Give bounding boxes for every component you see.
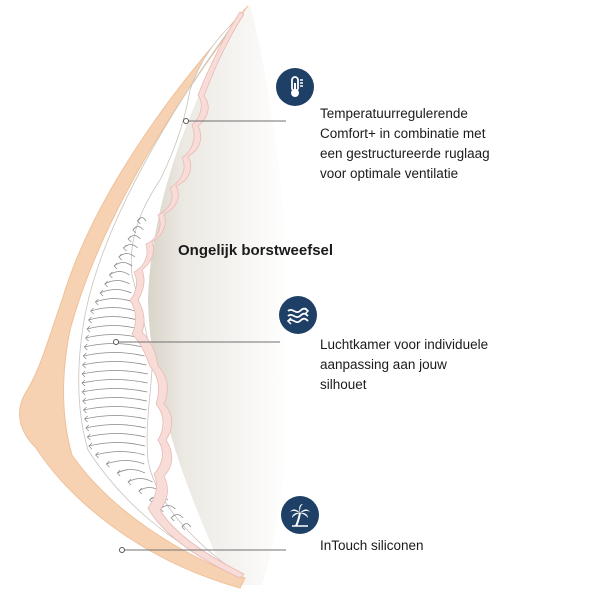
- air-chamber-line: [83, 406, 147, 411]
- air-chamber-arrow: [86, 325, 91, 333]
- air-chamber-arrow: [138, 487, 143, 495]
- air-chamber-line: [117, 469, 146, 474]
- air-chamber-arrow: [82, 397, 86, 405]
- air-chamber-arrow: [84, 415, 88, 423]
- breast-tissue-shadow: [148, 5, 291, 585]
- air-chamber-arrow: [105, 460, 110, 468]
- air-chamber-arrow: [104, 280, 108, 288]
- air-chamber-arrow: [116, 469, 121, 477]
- air-chamber-arrow: [88, 316, 92, 324]
- air-chamber-line: [83, 352, 145, 357]
- air-chamber-line: [88, 442, 146, 447]
- air-chamber-arrow: [170, 514, 175, 522]
- leader-dot-air-chamber: [113, 339, 119, 345]
- air-chamber-arrow: [108, 271, 113, 279]
- leader-dot-silicone: [119, 547, 125, 553]
- comfort-plus-caption: Temperatuurregulerende Comfort+ in combi…: [320, 106, 490, 181]
- air-chamber-line: [82, 361, 147, 366]
- air-chamber-line: [109, 271, 130, 276]
- silicone-caption: InTouch siliconen: [320, 538, 424, 553]
- uneven-tissue-label: Ongelijk borstweefsel: [178, 242, 334, 259]
- air-chamber-line: [85, 424, 146, 429]
- air-chamber-line: [82, 388, 148, 393]
- air-chamber-arrow: [99, 289, 104, 297]
- air-chamber-line: [95, 298, 134, 303]
- comfort-plus-layer: [129, 11, 245, 579]
- leader-dot-comfort: [183, 118, 189, 124]
- air-chamber-arrow: [127, 478, 132, 486]
- air-chamber-arrow: [88, 442, 93, 450]
- palm-tree-icon: [281, 496, 319, 534]
- air-chamber-arrow: [94, 298, 99, 306]
- air-chamber-arrow: [132, 226, 137, 234]
- air-chamber-line: [87, 433, 146, 438]
- air-chamber-arrow: [85, 334, 89, 342]
- air-flow-icon: [279, 296, 317, 334]
- intouch-silicone-layer: [19, 5, 249, 589]
- air-chamber-arrow: [90, 307, 94, 315]
- air-chamber: [78, 17, 241, 576]
- air-chamber-arrow: [81, 370, 86, 378]
- air-chamber-line: [84, 415, 147, 420]
- air-chamber-arrow: [181, 523, 186, 531]
- air-chamber-line: [81, 379, 148, 384]
- air-chamber-caption: Luchtkamer voor individuele aanpassing a…: [320, 337, 489, 392]
- air-chamber-arrow: [95, 451, 99, 459]
- air-chamber-arrow: [86, 433, 91, 441]
- air-chamber-line: [104, 280, 130, 285]
- air-chamber-line: [95, 451, 145, 456]
- air-chamber-arrow: [82, 352, 87, 360]
- air-chamber-arrow: [82, 361, 86, 369]
- thermometer-icon: [276, 68, 314, 106]
- air-chamber-line: [82, 397, 147, 402]
- air-chamber-texture: [81, 217, 192, 531]
- air-chamber-arrow: [85, 424, 90, 432]
- air-chamber-arrow: [136, 217, 141, 225]
- air-chamber-arrow: [127, 235, 132, 243]
- air-chamber-arrow: [83, 406, 87, 414]
- air-chamber-arrow: [118, 253, 123, 261]
- air-chamber-arrow: [81, 388, 86, 396]
- air-chamber-line: [82, 370, 149, 375]
- air-chamber-line: [90, 307, 136, 312]
- air-chamber-arrow: [122, 244, 127, 252]
- air-chamber-line: [99, 289, 132, 294]
- air-chamber-arrow: [83, 343, 88, 351]
- air-chamber-line: [127, 478, 153, 483]
- air-chamber-arrow: [113, 262, 118, 270]
- air-chamber-arrow: [81, 379, 86, 387]
- air-chamber-line: [106, 460, 145, 465]
- air-chamber-line: [88, 316, 138, 321]
